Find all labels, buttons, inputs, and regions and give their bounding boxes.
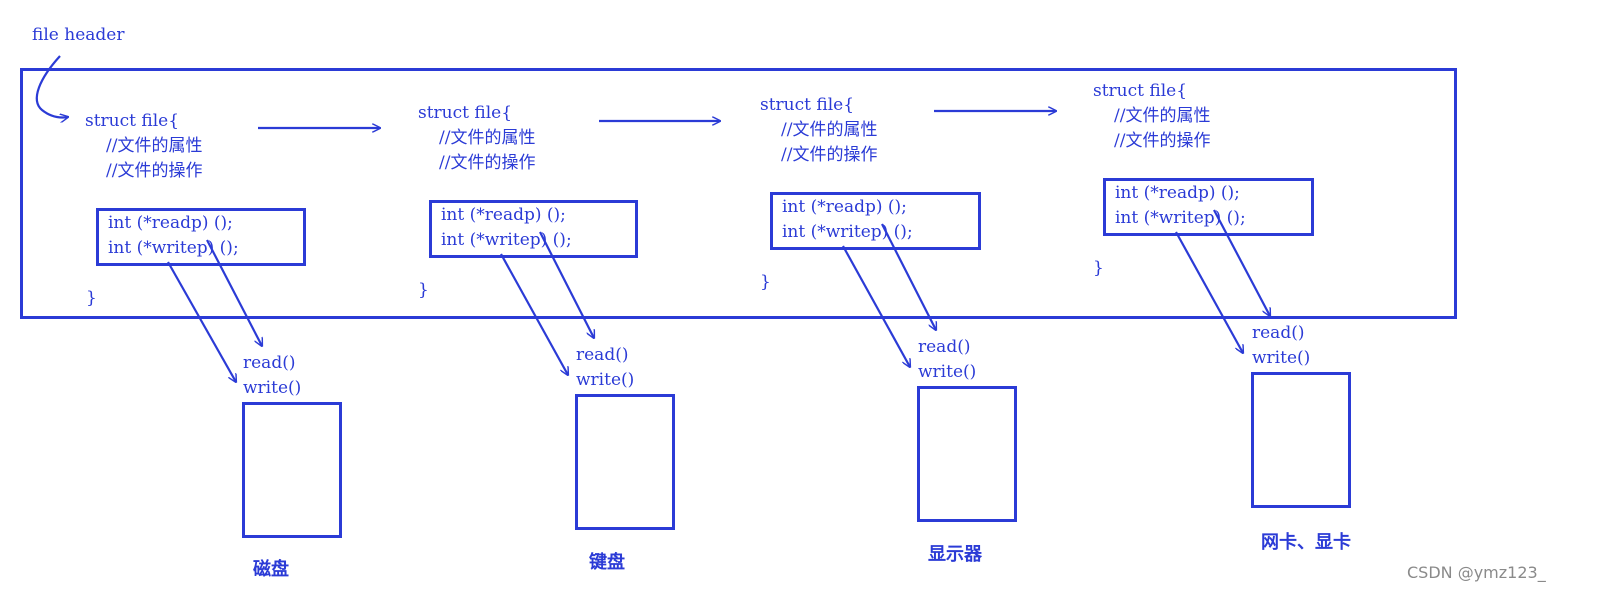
- device-box: [1251, 372, 1351, 508]
- comment-attributes: //文件的属性: [439, 128, 536, 148]
- struct-close: }: [1093, 258, 1104, 278]
- device-label: 磁盘: [253, 559, 289, 580]
- device-write: write(): [243, 378, 302, 398]
- struct-open: struct file{: [85, 111, 180, 131]
- device-write: write(): [1252, 348, 1311, 368]
- struct-open: struct file{: [418, 103, 513, 123]
- watermark: CSDN @ymz123_: [1407, 563, 1546, 582]
- struct-close: }: [760, 272, 771, 292]
- write-pointer: int (*writep) ();: [108, 238, 239, 258]
- file-list-container: [20, 68, 1457, 319]
- device-box: [917, 386, 1017, 522]
- write-pointer: int (*writep) ();: [441, 230, 572, 250]
- comment-attributes: //文件的属性: [781, 120, 878, 140]
- comment-operations: //文件的操作: [106, 161, 203, 181]
- struct-close: }: [86, 288, 97, 308]
- write-pointer: int (*writep) ();: [1115, 208, 1246, 228]
- device-write: write(): [918, 362, 977, 382]
- device-label: 显示器: [928, 544, 982, 565]
- read-pointer: int (*readp) ();: [108, 213, 233, 233]
- comment-operations: //文件的操作: [781, 145, 878, 165]
- struct-open: struct file{: [760, 95, 855, 115]
- comment-attributes: //文件的属性: [106, 136, 203, 156]
- device-label: 网卡、显卡: [1261, 532, 1351, 553]
- file-header-label: file header: [32, 25, 125, 45]
- device-box: [242, 402, 342, 538]
- read-pointer: int (*readp) ();: [782, 197, 907, 217]
- device-write: write(): [576, 370, 635, 390]
- struct-close: }: [418, 280, 429, 300]
- read-pointer: int (*readp) ();: [441, 205, 566, 225]
- device-read: read(): [1252, 323, 1305, 343]
- device-read: read(): [918, 337, 971, 357]
- write-pointer: int (*writep) ();: [782, 222, 913, 242]
- comment-operations: //文件的操作: [1114, 131, 1211, 151]
- struct-open: struct file{: [1093, 81, 1188, 101]
- device-read: read(): [576, 345, 629, 365]
- comment-operations: //文件的操作: [439, 153, 536, 173]
- device-read: read(): [243, 353, 296, 373]
- comment-attributes: //文件的属性: [1114, 106, 1211, 126]
- device-box: [575, 394, 675, 530]
- read-pointer: int (*readp) ();: [1115, 183, 1240, 203]
- device-label: 键盘: [589, 552, 625, 573]
